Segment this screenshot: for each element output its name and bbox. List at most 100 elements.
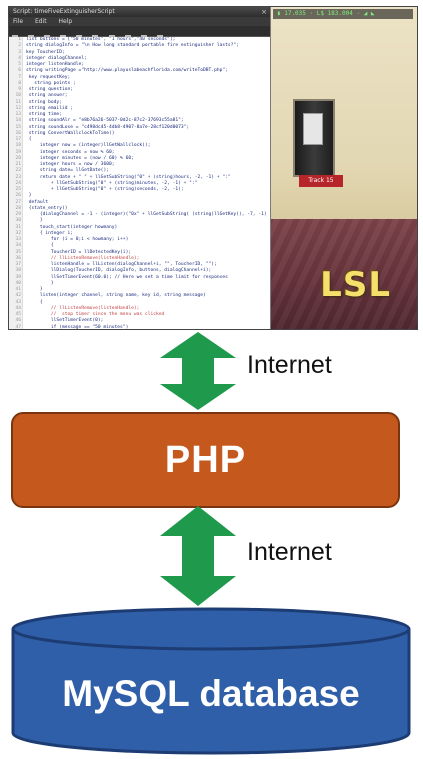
line-number: 29 [15, 212, 21, 217]
line-number: 20 [15, 155, 21, 161]
code-line: + llGetSubString("0" + (string)seconds, … [26, 187, 184, 192]
line-number: 3 [18, 49, 21, 55]
line-number: 11 [15, 99, 21, 105]
code-line: string ConvertWallclockToTime() [26, 130, 115, 136]
menu-edit: Edit [34, 18, 47, 25]
scene-hud: ▮ 17.035 · L$ 183.004 · ◢ ◣ [273, 9, 413, 19]
code-line: // llListenRemove(listenHandle); [26, 255, 140, 261]
line-number: 47 [15, 324, 21, 330]
mysql-database-cylinder: MySQL database [11, 607, 411, 755]
code-line: default [26, 199, 49, 205]
line-number: 44 [15, 305, 21, 311]
code-line: { [26, 137, 32, 142]
code-line: {state_entry() [26, 205, 68, 211]
line-number: 40 [15, 280, 21, 286]
code-line: integer listenHandle; [26, 62, 85, 67]
code-line: string emailid ; [26, 105, 74, 111]
line-number: 38 [15, 268, 21, 274]
line-number: 31 [15, 224, 21, 230]
scene-wall [267, 7, 417, 237]
double-arrow-top [160, 332, 236, 410]
php-label: PHP [164, 438, 247, 481]
double-arrow-bottom [160, 506, 236, 606]
line-number: 37 [15, 262, 21, 267]
code-line: integer hours = now / 3600; [26, 162, 115, 167]
code-line: for (i = 0;i < howmany; i++) [26, 237, 129, 242]
code-line: string answer; [26, 93, 68, 99]
line-number: 5 [18, 62, 21, 67]
line-number: 8 [18, 80, 21, 86]
code-line: + llGetSubString("0" + (string)minutes, … [26, 180, 198, 186]
line-number: 33 [15, 237, 21, 242]
line-number: 4 [18, 55, 21, 61]
code-line: listenHandle = llListen(dialogChannel+i,… [26, 262, 217, 267]
editor-toolbar [9, 26, 270, 41]
database-label: MySQL database [62, 673, 360, 714]
code-line: string points ; [26, 80, 76, 86]
code-line: llSetTimerEvent(0); [26, 318, 104, 324]
code-line: { [26, 299, 43, 305]
line-number: 10 [15, 93, 21, 99]
line-number: 26 [15, 193, 21, 199]
line-number: 32 [15, 230, 21, 236]
code-line: } [26, 280, 54, 286]
code-line: llDialog(ToucherID, dialogInfo, buttons,… [26, 268, 212, 274]
line-number: 21 [15, 162, 21, 167]
editor-title: Script: timeFiveExtinguisherScript [13, 8, 115, 15]
line-number: 41 [15, 287, 21, 292]
line-number: 25 [15, 187, 21, 192]
code-line: integer now = (integer)llGetWallclock(); [26, 143, 151, 149]
code-line: { [26, 243, 54, 249]
code-line: string date= llGetDate(); [26, 168, 109, 174]
line-number: 16 [15, 130, 21, 136]
code-line: { integer i; [26, 230, 74, 236]
code-line: return date + " " + llGetSubString("0" +… [26, 174, 231, 180]
code-line: key ToucherID; [26, 49, 65, 55]
code-line: // stop timer since the menu was clicked [26, 312, 165, 317]
line-number: 35 [15, 249, 21, 255]
internet-label-bottom: Internet [247, 538, 332, 566]
scene-fire-extinguisher-cabinet [293, 99, 335, 177]
code-line: key requestKey; [26, 74, 71, 80]
code-line: {dialogChannel = -1 - (integer)("0x" + l… [26, 212, 270, 217]
code-line: integer dialogChannel; [26, 55, 87, 61]
code-line: list buttons = ["50 minutes", "1 hours",… [26, 37, 176, 42]
line-number: 6 [18, 68, 21, 74]
code-line: // llListenRemove(listenHandle); [26, 305, 140, 311]
line-number: 22 [15, 168, 21, 174]
lsl-label: LSL [320, 265, 391, 305]
code-line: llSetTimerEvent(60.0); // Here we set a … [26, 274, 228, 280]
line-number: 9 [18, 87, 21, 92]
code-line: string body; [26, 99, 62, 105]
php-box: PHP [11, 412, 400, 508]
line-number: 36 [15, 255, 21, 261]
line-number: 14 [15, 118, 21, 124]
line-number: 19 [15, 149, 21, 155]
code-line: integer minutes = (now / 60) % 60; [26, 155, 134, 161]
line-number: 13 [15, 112, 21, 117]
line-number: 17 [15, 137, 21, 142]
lsl-screenshot: Track 15 ▮ 17.035 · L$ 183.004 · ◢ ◣ LSL… [8, 6, 418, 330]
line-number: 28 [15, 205, 21, 211]
code-area: list buttons = ["50 minutes", "1 hours",… [23, 37, 270, 330]
line-number: 45 [15, 312, 21, 317]
editor-title-bar: Script: timeFiveExtinguisherScript × [9, 7, 270, 17]
code-line: touch_start(integer howmany) [26, 224, 118, 230]
code-line: string writingPage ="http://www.playusla… [26, 68, 228, 74]
line-number: 12 [15, 105, 21, 111]
line-number: 7 [18, 74, 21, 80]
code-line: } [26, 287, 43, 292]
line-number: 30 [15, 218, 21, 224]
close-icon: × [261, 8, 267, 16]
code-line: string time; [26, 112, 62, 117]
menu-file: File [13, 18, 24, 25]
menu-help: Help [58, 18, 73, 25]
code-line: ToucherID = llDetectedKey(i); [26, 249, 132, 255]
line-number: 43 [15, 299, 21, 305]
code-line: if (message == "50 minutes") [26, 324, 129, 330]
code-line: } [26, 218, 43, 224]
script-editor-window: Script: timeFiveExtinguisherScript × Fil… [9, 7, 271, 330]
code-line: string dialogInfo = "\n How long standar… [26, 43, 239, 49]
